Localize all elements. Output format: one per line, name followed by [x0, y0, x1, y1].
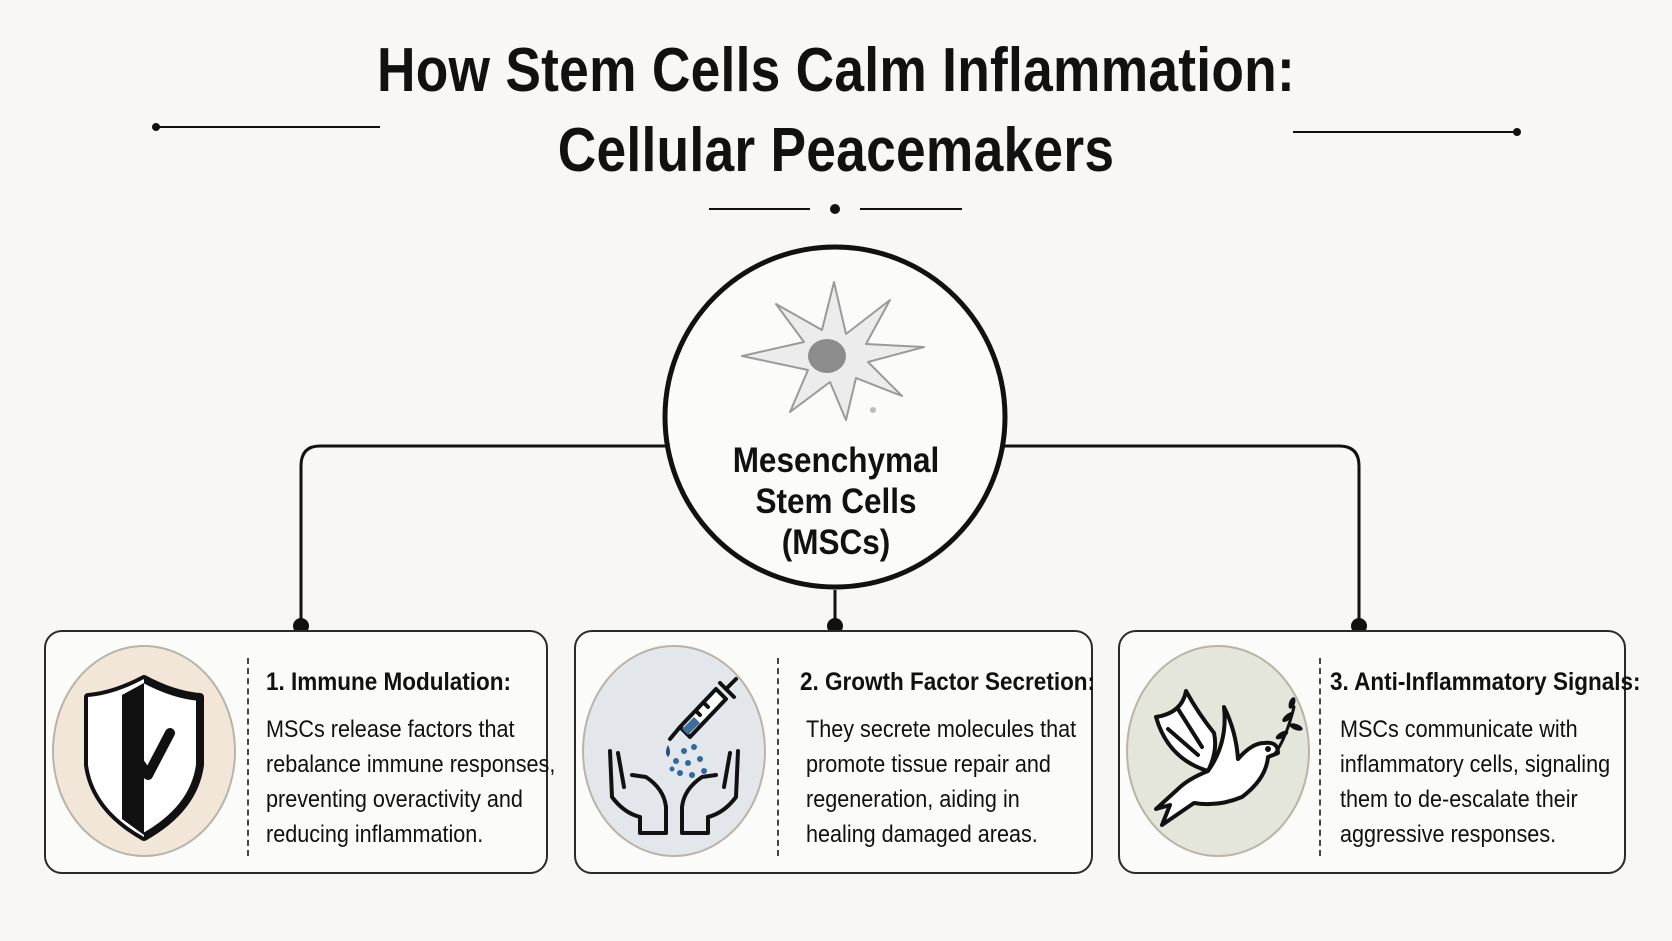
card-growth-factor: 2. Growth Factor Secretion: They secrete… — [574, 630, 1096, 874]
syringe-hands-icon — [608, 677, 740, 835]
card-divider — [1319, 658, 1321, 856]
card-body-line: healing damaged areas. — [806, 821, 1038, 848]
card-body-line: reducing inflammation. — [266, 821, 484, 848]
card-body-line: aggressive responses. — [1340, 821, 1557, 848]
medallion-immune — [52, 645, 236, 857]
card-divider — [247, 658, 249, 856]
connector-left — [299, 444, 668, 626]
card-title: 3. Anti-Inflammatory Signals: — [1330, 668, 1641, 696]
title-left-rule — [152, 123, 380, 131]
hub-label: Mesenchymal Stem Cells (MSCs) — [714, 440, 959, 563]
card-body-line: preventing overactivity and — [266, 786, 523, 813]
hub-label-line-2: Stem Cells — [755, 482, 917, 521]
card-body-line: MSCs release factors that — [266, 716, 515, 743]
card-body: MSCs communicate with inflammatory cells… — [1340, 712, 1611, 852]
title-right-rule — [1293, 128, 1521, 136]
medallion-dove — [1126, 645, 1310, 857]
card-body-line: They secrete molecules that — [806, 716, 1077, 743]
card-body: They secrete molecules that promote tiss… — [806, 712, 1077, 852]
hub-circle — [662, 244, 1008, 590]
page-title-line-1: How Stem Cells Calm Inflammation: — [376, 36, 1296, 105]
card-body-line: regeneration, aiding in — [806, 786, 1020, 813]
shield-check-icon — [84, 675, 204, 841]
page-title-line-2: Cellular Peacemakers — [557, 116, 1115, 185]
title-center-rule — [709, 204, 962, 214]
card-title: 1. Immune Modulation: — [266, 668, 511, 696]
card-body-line: inflammatory cells, signaling — [1340, 751, 1611, 778]
dove-icon — [1154, 689, 1303, 827]
hub-label-line-1: Mesenchymal — [732, 441, 940, 480]
card-anti-inflammatory: 3. Anti-Inflammatory Signals: MSCs commu… — [1118, 630, 1640, 874]
card-body-line: MSCs communicate with — [1340, 716, 1578, 743]
card-body-line: them to de-escalate their — [1340, 786, 1578, 813]
card-immune-modulation: 1. Immune Modulation: MSCs release facto… — [44, 630, 556, 874]
card-divider — [777, 658, 779, 856]
card-title: 2. Growth Factor Secretion: — [800, 668, 1096, 696]
card-body-line: rebalance immune responses, — [266, 751, 556, 778]
medallion-growth — [582, 645, 766, 857]
stem-cell-icon — [741, 281, 925, 421]
card-body: MSCs release factors that rebalance immu… — [266, 712, 556, 852]
hub-label-line-3: (MSCs) — [781, 523, 891, 562]
connector-right — [1002, 444, 1361, 626]
card-body-line: promote tissue repair and — [806, 751, 1051, 778]
